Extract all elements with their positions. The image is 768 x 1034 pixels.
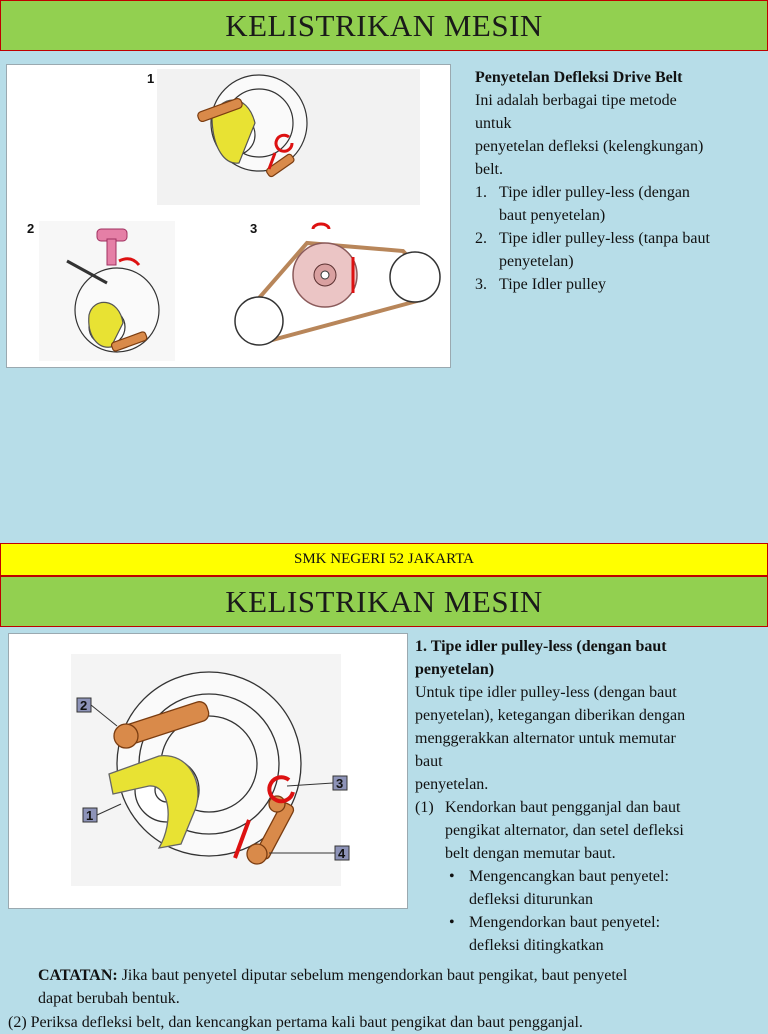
wrench-icon	[96, 228, 128, 266]
figure-label-2: 2	[27, 221, 34, 236]
body-line: penyetelan.	[415, 776, 489, 793]
slide-1-title: KELISTRIKAN MESIN	[0, 0, 768, 51]
belt-adjustment-types-illustration: 1 2	[27, 69, 441, 361]
list-item: 1. Tipe idler pulley-less (dengan baut p…	[475, 184, 690, 224]
alternator-drawing-2	[66, 259, 160, 353]
slide-1-figure: 1 2	[6, 64, 451, 368]
body-line: baut	[415, 753, 443, 770]
type-list: 1. Tipe idler pulley-less (dengan baut p…	[475, 181, 760, 296]
rotate-arrow-icon	[274, 133, 294, 153]
body-line: menggerakkan alternator untuk memutar	[415, 730, 676, 747]
svg-text:2: 2	[80, 698, 87, 713]
svg-text:3: 3	[336, 776, 343, 791]
turn-arrow-icon	[118, 257, 141, 266]
callout-4: 4	[269, 845, 350, 861]
intro-line: belt.	[475, 161, 503, 178]
svg-text:1: 1	[86, 808, 93, 823]
slide-1-text: Penyetelan Defleksi Drive Belt Ini adala…	[475, 66, 760, 296]
callout-1: 1	[82, 803, 122, 823]
slide-2-heading: 1. Tipe idler pulley-less (dengan baut p…	[415, 638, 667, 678]
alternator-drawing	[108, 671, 302, 865]
slide-1-heading: Penyetelan Defleksi Drive Belt	[475, 69, 683, 86]
list-item: (1) Kendorkan baut pengganjal dan baut p…	[415, 796, 765, 957]
slide-2-title: KELISTRIKAN MESIN	[0, 576, 768, 627]
note-label: CATATAN:	[38, 967, 118, 984]
list-item: Mengendorkan baut penyetel: defleksi dit…	[445, 911, 765, 957]
intro-line: penyetelan defleksi (kelengkungan)	[475, 138, 704, 155]
step-2: (2) Periksa defleksi belt, dan kencangka…	[8, 1014, 583, 1031]
bullet-list: Mengencangkan baut penyetel: defleksi di…	[445, 865, 765, 957]
rotate-arrow-icon	[267, 775, 295, 804]
alternator-drawing-1	[197, 74, 308, 178]
note-text: CATATAN: Jika baut penyetel diputar sebe…	[38, 967, 628, 1007]
note-block: CATATAN: Jika baut penyetel diputar sebe…	[38, 964, 763, 1010]
callout-2: 2	[76, 697, 118, 727]
slide-2-figure: 1 2 3 4	[8, 633, 408, 909]
slide-2-text: 1. Tipe idler pulley-less (dengan baut p…	[415, 635, 765, 957]
figure-label-1: 1	[147, 71, 154, 86]
list-item: Mengencangkan baut penyetel: defleksi di…	[445, 865, 765, 911]
school-name-banner: SMK NEGERI 52 JAKARTA	[0, 543, 768, 576]
callout-3: 3	[286, 775, 348, 791]
slide-2: KELISTRIKAN MESIN 1	[0, 576, 768, 1031]
intro-line: Ini adalah berbagai tipe metode	[475, 92, 677, 109]
figure-label-3: 3	[250, 221, 257, 236]
move-arrow-icon	[233, 819, 251, 859]
move-arrow-icon	[267, 152, 277, 170]
list-item: 3. Tipe Idler pulley	[475, 276, 606, 293]
body-line: Untuk tipe idler pulley-less (dengan bau…	[415, 684, 677, 701]
list-item: 2. Tipe idler pulley-less (tanpa baut pe…	[475, 230, 710, 270]
intro-line: untuk	[475, 115, 512, 132]
svg-text:4: 4	[338, 846, 346, 861]
step-list: (1) Kendorkan baut pengganjal dan baut p…	[415, 796, 765, 957]
alternator-adjusting-bolt-illustration: 1 2 3 4	[71, 654, 350, 886]
body-line: penyetelan), ketegangan diberikan dengan	[415, 707, 686, 724]
adjust-rotate-icon	[311, 222, 331, 230]
slide-1: KELISTRIKAN MESIN 1 2	[0, 0, 768, 368]
idler-pulley-belt-diagram	[234, 222, 441, 346]
